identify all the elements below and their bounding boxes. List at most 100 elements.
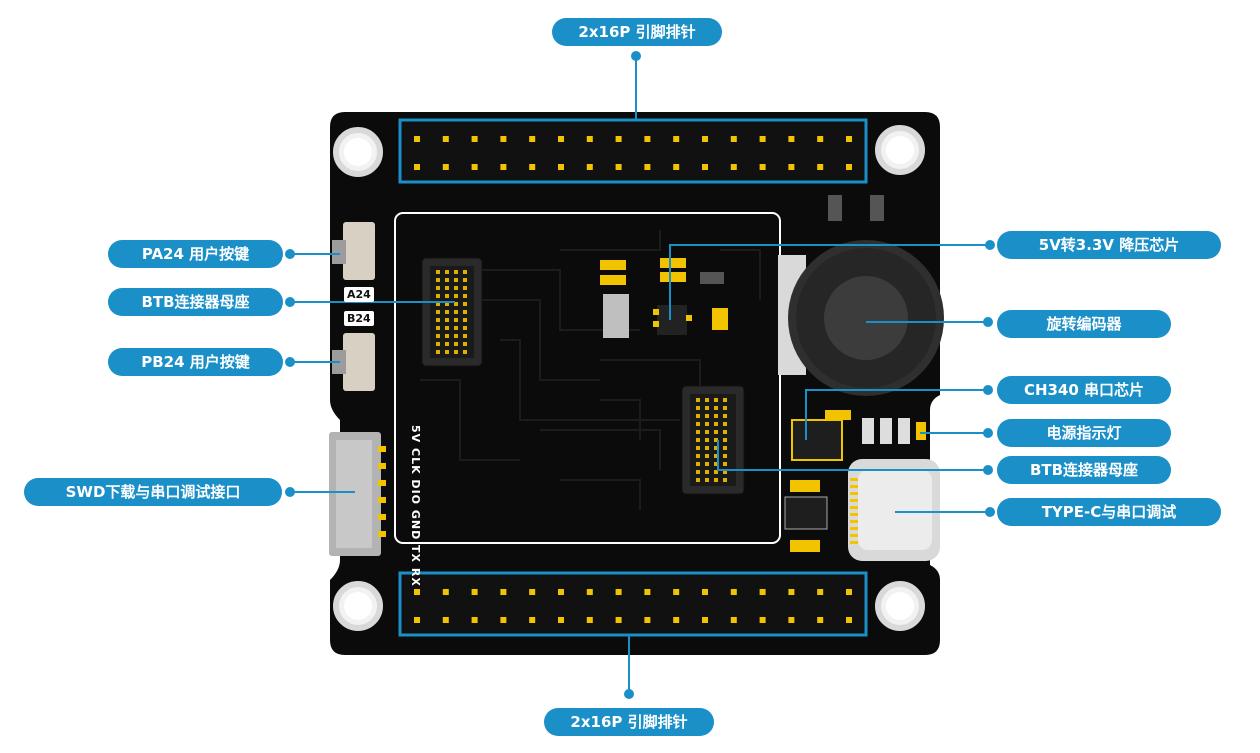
btb-pin bbox=[705, 454, 709, 458]
typec-connector bbox=[848, 459, 940, 561]
rotary-encoder bbox=[778, 240, 944, 396]
header-pin bbox=[759, 164, 766, 170]
header-pin bbox=[586, 136, 593, 142]
header-pin bbox=[471, 164, 478, 170]
btb-pin bbox=[705, 438, 709, 442]
btb-pin bbox=[714, 422, 718, 426]
header-pin bbox=[615, 617, 622, 623]
btb-pin bbox=[723, 454, 727, 458]
header-pin bbox=[673, 164, 680, 170]
callout-bottom-header: 2x16P 引脚排针 bbox=[544, 708, 714, 736]
btb-pin bbox=[463, 342, 467, 346]
header-pin bbox=[644, 617, 651, 623]
typec-pin bbox=[850, 541, 858, 544]
btb-pin bbox=[714, 438, 718, 442]
header-pin bbox=[414, 136, 420, 142]
callout-power-led: 电源指示灯 bbox=[997, 419, 1171, 447]
callout-pa24-button: PA24 用户按键 bbox=[108, 240, 283, 268]
header-pin bbox=[615, 164, 622, 170]
typec-pin bbox=[850, 527, 858, 530]
header-pin bbox=[442, 617, 449, 623]
header-pin bbox=[471, 136, 478, 142]
btb-pin bbox=[436, 294, 440, 298]
btb-pin bbox=[454, 326, 458, 330]
btb-pin bbox=[454, 318, 458, 322]
btb-pin bbox=[454, 342, 458, 346]
header-pin bbox=[788, 617, 795, 623]
header-pin bbox=[702, 589, 708, 595]
ch340-chip bbox=[791, 419, 843, 461]
header-pin bbox=[442, 589, 449, 595]
bottom-pin-header bbox=[414, 589, 852, 623]
typec-pin bbox=[850, 492, 858, 495]
swd-pin bbox=[378, 497, 386, 503]
header-pin bbox=[673, 589, 680, 595]
top-pin-header bbox=[414, 136, 852, 170]
header-pin bbox=[442, 164, 449, 170]
callout-ldo: 5V转3.3V 降压芯片 bbox=[997, 231, 1221, 259]
header-pin bbox=[615, 136, 622, 142]
header-pin bbox=[471, 617, 478, 623]
header-pin bbox=[558, 617, 564, 623]
btb-pin bbox=[445, 350, 449, 354]
header-pin bbox=[500, 164, 507, 170]
callout-top-header: 2x16P 引脚排针 bbox=[552, 18, 722, 46]
btb-pin bbox=[705, 446, 709, 450]
btb-pin bbox=[696, 438, 700, 442]
power-leds bbox=[862, 418, 926, 444]
btb-pin bbox=[436, 310, 440, 314]
btb-pin bbox=[714, 406, 718, 410]
btb-pin bbox=[723, 462, 727, 466]
btb-pin bbox=[463, 310, 467, 314]
swd-pin bbox=[378, 514, 386, 520]
btb-pin bbox=[696, 414, 700, 418]
btb-pin bbox=[696, 406, 700, 410]
pcb-traces bbox=[420, 230, 761, 510]
pa24-button bbox=[332, 222, 375, 280]
btb-pin bbox=[723, 478, 727, 482]
btb-pin bbox=[714, 446, 718, 450]
callout-swd: SWD下载与串口调试接口 bbox=[24, 478, 282, 506]
header-pin bbox=[846, 589, 852, 595]
btb-pin bbox=[436, 326, 440, 330]
btb-connector-left bbox=[421, 257, 483, 367]
btb-pin bbox=[705, 406, 709, 410]
btb-pin bbox=[445, 326, 449, 330]
btb-pin bbox=[696, 446, 700, 450]
btb-pin bbox=[436, 350, 440, 354]
btb-pin bbox=[445, 302, 449, 306]
btb-pin bbox=[705, 470, 709, 474]
header-pin bbox=[644, 589, 651, 595]
btb-pin bbox=[436, 318, 440, 322]
header-pin bbox=[586, 617, 593, 623]
header-pin bbox=[788, 589, 795, 595]
header-pin bbox=[529, 617, 536, 623]
btb-pin bbox=[714, 454, 718, 458]
header-pin bbox=[644, 136, 651, 142]
btb-pin bbox=[463, 326, 467, 330]
typec-pin bbox=[850, 534, 858, 537]
typec-pin bbox=[850, 499, 858, 502]
btb-pin bbox=[463, 302, 467, 306]
btb-pin bbox=[454, 310, 458, 314]
header-pin bbox=[558, 589, 564, 595]
header-pin bbox=[759, 617, 766, 623]
swd-pin bbox=[378, 446, 386, 452]
btb-pin bbox=[463, 270, 467, 274]
header-pin bbox=[846, 136, 852, 142]
btb-pin bbox=[454, 294, 458, 298]
header-pin bbox=[644, 164, 651, 170]
core-module-outline bbox=[394, 212, 781, 544]
header-pin bbox=[442, 136, 449, 142]
swd-pin bbox=[378, 463, 386, 469]
ldo-chip bbox=[653, 305, 692, 335]
btb-pin bbox=[723, 470, 727, 474]
btb-pin bbox=[696, 454, 700, 458]
silkscreen-a24: A24 bbox=[344, 287, 374, 302]
swd-pin bbox=[378, 531, 386, 537]
callout-btb-left: BTB连接器母座 bbox=[108, 288, 283, 316]
header-pin bbox=[586, 164, 593, 170]
typec-pin bbox=[850, 513, 858, 516]
header-pin bbox=[788, 136, 795, 142]
